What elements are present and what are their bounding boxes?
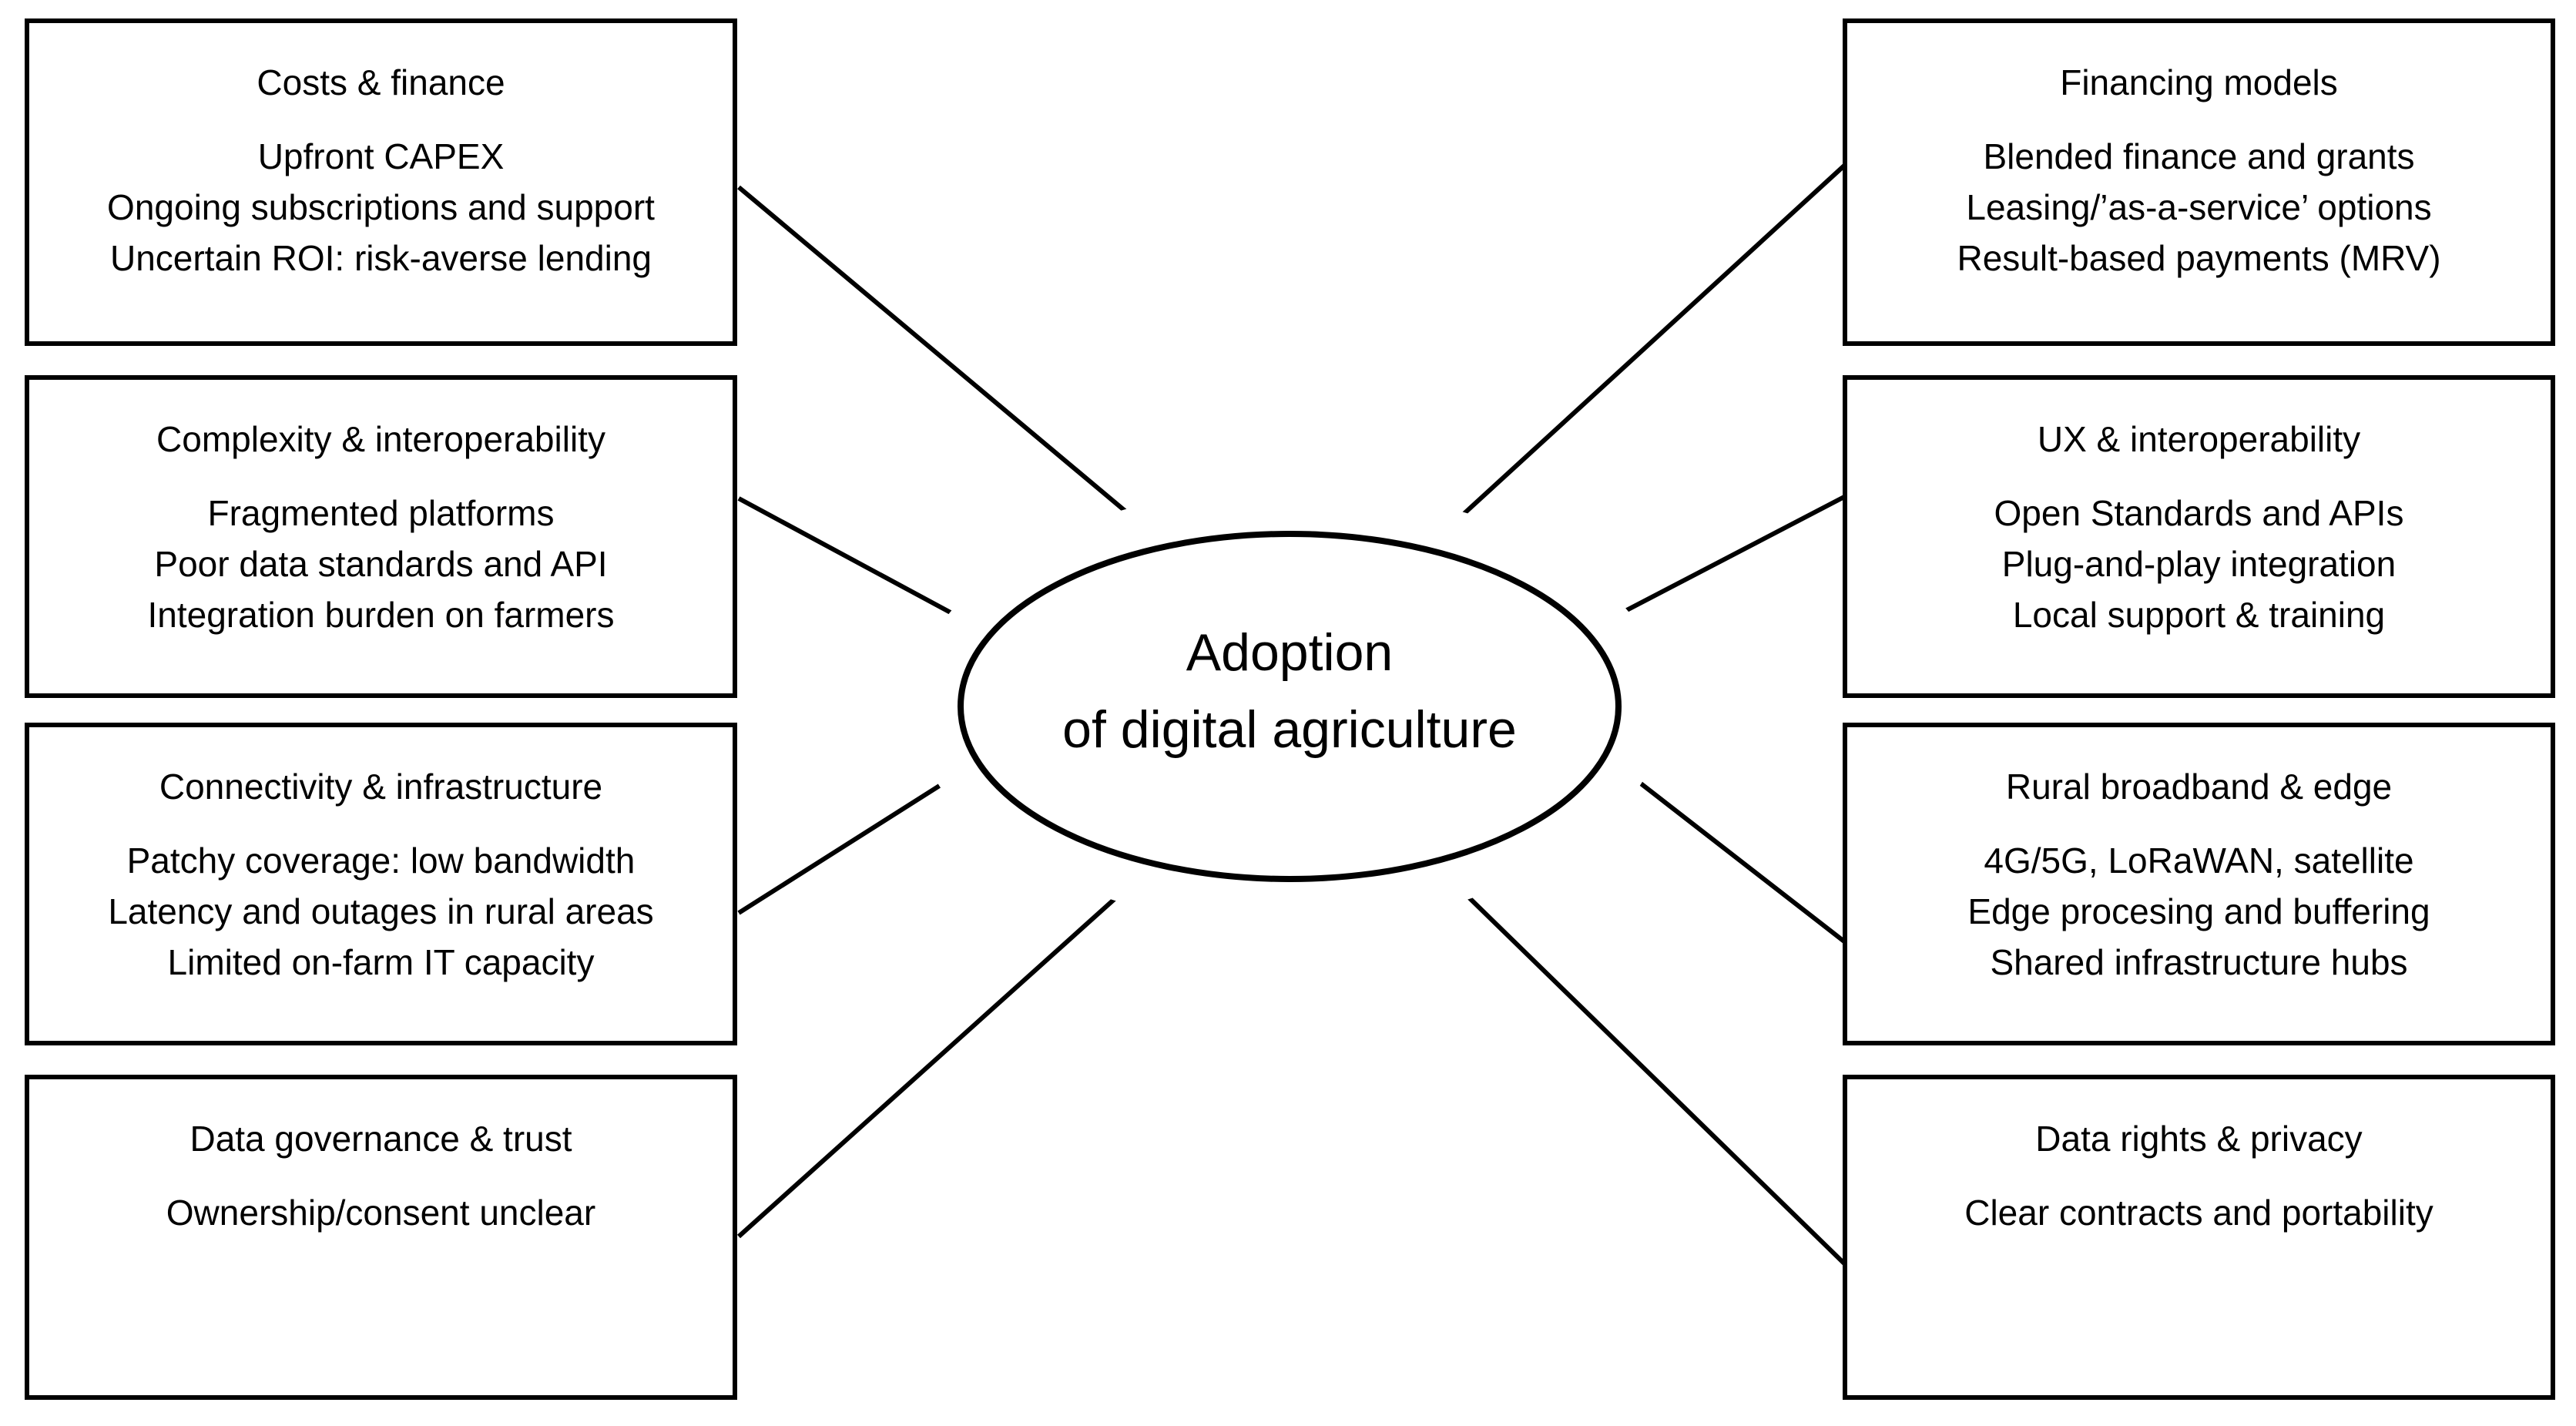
box-item: Fragmented platforms	[207, 493, 555, 533]
box-title: Costs & finance	[257, 62, 505, 102]
box-title: Financing models	[2060, 62, 2338, 102]
box-item: 4G/5G, LoRaWAN, satellite	[1984, 841, 2414, 881]
box-item: Shared infrastructure hubs	[1990, 942, 2408, 982]
box-title: Rural broadband & edge	[2005, 767, 2393, 807]
central-node-title-line1: Adoption	[1186, 623, 1393, 682]
box-item: Leasing/’as-a-service’ options	[1966, 187, 2432, 227]
box-title: UX & interoperability	[2037, 419, 2361, 459]
box-item: Edge procesing and buffering	[1967, 891, 2430, 931]
box-item: Patchy coverage: low bandwidth	[126, 841, 636, 881]
box-title: Data rights & privacy	[2035, 1119, 2363, 1159]
box-item: Open Standards and APIs	[1994, 493, 2404, 533]
box-item: Integration burden on farmers	[147, 595, 615, 635]
box-title: Complexity & interoperability	[156, 419, 605, 459]
box-title: Connectivity & infrastructure	[159, 767, 603, 807]
box-item: Clear contracts and portability	[1964, 1193, 2433, 1233]
box-item: Ownership/consent unclear	[166, 1193, 596, 1233]
topic-box-rural-broadband-edge: Rural broadband & edge 4G/5G, LoRaWAN, sa…	[1843, 723, 2555, 1045]
box-item: Result-based payments (MRV)	[1957, 238, 2441, 278]
box-item: Upfront CAPEX	[257, 136, 505, 176]
central-ellipse	[958, 531, 1622, 882]
box-item: Limited on-farm IT capacity	[167, 942, 595, 982]
box-item: Ongoing subscriptions and support	[107, 187, 655, 227]
box-item: Uncertain ROI: risk-averse lending	[109, 238, 652, 278]
box-item: Poor data standards and API	[154, 544, 608, 584]
box-item: Local support & training	[2012, 595, 2386, 635]
box-title: Data governance & trust	[190, 1119, 572, 1159]
ellipse-gap-halo	[914, 488, 1665, 925]
central-node-title-line2: of digital agriculture	[1062, 700, 1517, 759]
box-item: Plug-and-play integration	[2001, 544, 2397, 584]
box-item: Latency and outages in rural areas	[108, 891, 654, 931]
box-item: Blended finance and grants	[1983, 136, 2415, 176]
